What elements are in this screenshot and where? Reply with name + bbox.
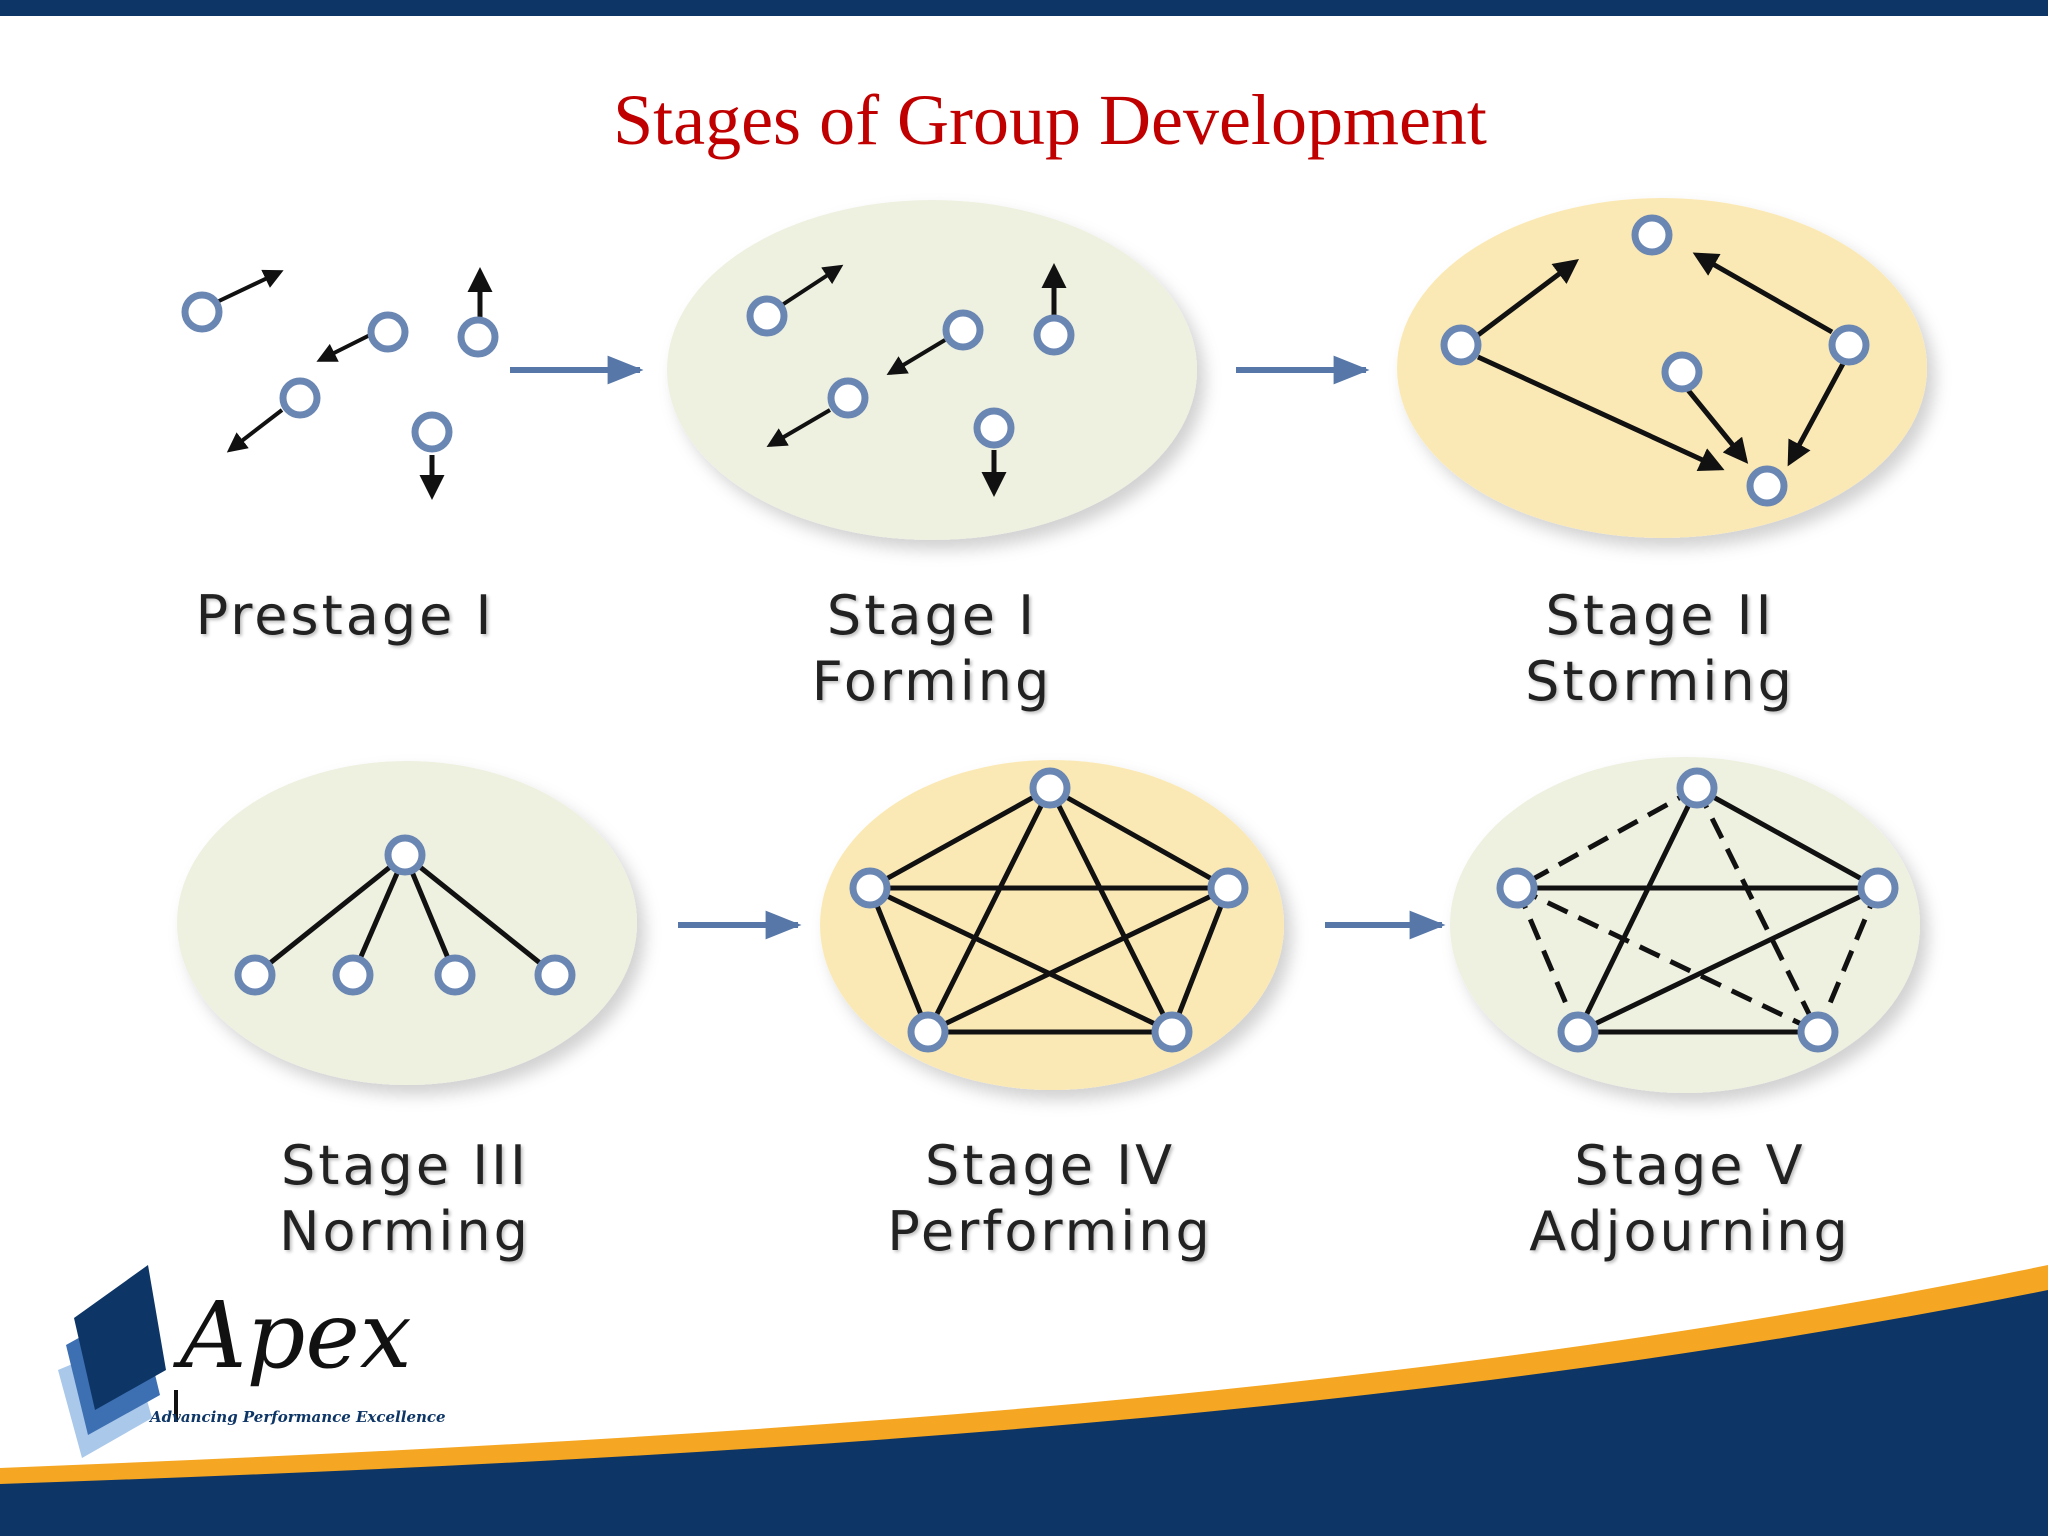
logo-tagline: Advancing Performance Excellence xyxy=(150,1408,446,1426)
footer-swoosh xyxy=(0,1265,2048,1536)
page-title: Stages of Group Development xyxy=(613,80,1487,160)
prestage-diagram xyxy=(181,267,499,500)
norming-diagram xyxy=(177,761,637,1085)
top-bar xyxy=(0,0,2048,16)
logo-name: Apex xyxy=(180,1282,412,1389)
stage-label-prestage: Prestage I xyxy=(195,584,495,647)
storming-diagram xyxy=(1397,198,1927,538)
adjourning-diagram xyxy=(1450,757,1920,1093)
forming-diagram xyxy=(667,200,1197,540)
performing-diagram xyxy=(820,760,1284,1090)
apex-logo xyxy=(58,1265,178,1458)
